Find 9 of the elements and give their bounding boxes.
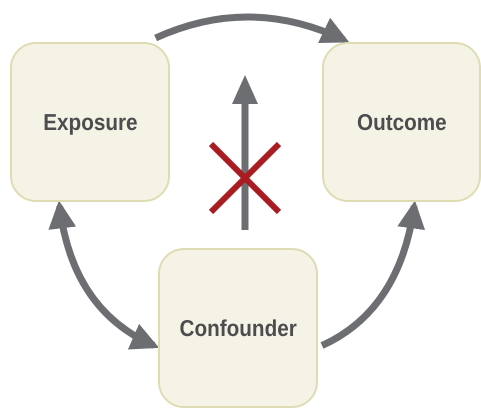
rounded-box [322, 42, 481, 202]
rounded-box [158, 248, 318, 408]
node-label: Exposure [42, 108, 138, 136]
curved-arrow [49, 200, 160, 349]
node-label: Confounder [179, 314, 297, 342]
node-label: Outcome [356, 108, 446, 136]
curved-arrow [154, 14, 350, 44]
curved-arrow [320, 200, 424, 349]
rounded-box [10, 42, 170, 202]
